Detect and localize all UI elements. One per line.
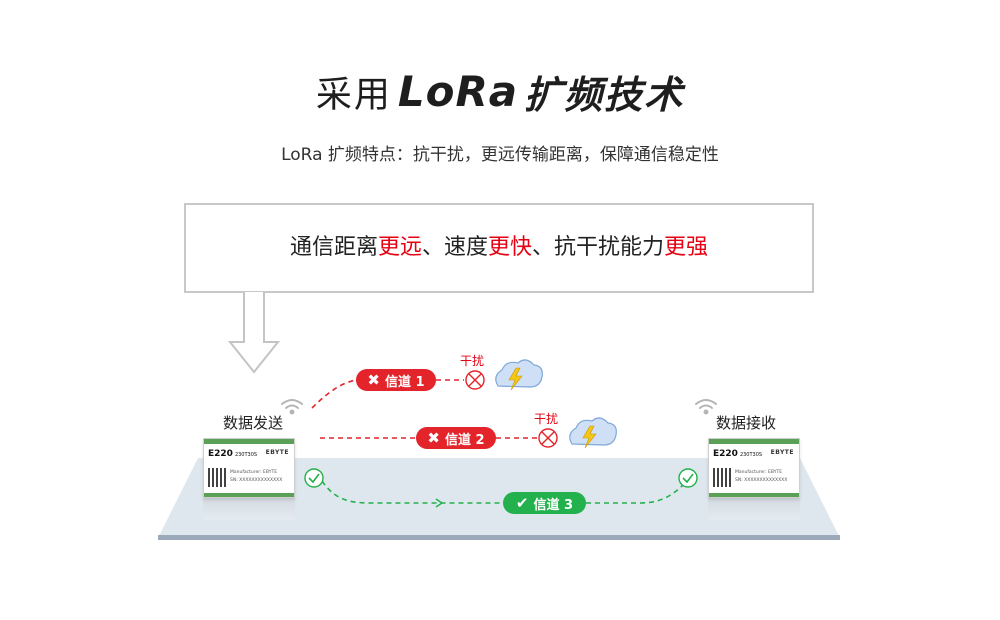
wifi-icon <box>695 399 717 415</box>
module-strip <box>709 493 799 497</box>
channel-2-label: 信道 2 <box>445 432 485 448</box>
module-manufacturer: Manufacturer: EBYTE <box>230 470 278 475</box>
check-icon <box>304 468 324 488</box>
module-sn: SN: XXXXXXXXXXXXXX <box>735 478 788 483</box>
flow-arrow-icon <box>435 498 444 508</box>
page-subtitle: LoRa 扩频特点：抗干扰，更远传输距离，保障通信稳定性 <box>281 145 719 165</box>
channel-1-badge: ✖ 信道 1 <box>356 369 436 391</box>
callout-part: 、抗干扰能力 <box>532 235 665 260</box>
channel-3-badge: ✔信道 3 <box>503 492 586 514</box>
module-strip <box>709 439 799 444</box>
callout-text: 通信距离更远、速度更快、抗干扰能力更强 <box>184 229 814 261</box>
wifi-icon <box>281 399 303 415</box>
module-brand: EBYTE <box>265 449 289 456</box>
lightning-cloud-icon <box>495 359 543 391</box>
sender-label: 数据发送 <box>223 414 284 432</box>
cross-icon <box>465 370 485 390</box>
qr-code <box>713 468 732 487</box>
arrow-down-icon <box>227 292 281 374</box>
module-brand: EBYTE <box>770 449 794 456</box>
title-prefix: 采用 <box>315 74 392 116</box>
module-reflection <box>708 498 800 520</box>
channel-3-path-tail <box>586 483 685 504</box>
floor-plane <box>158 458 840 538</box>
callout-box <box>184 203 814 293</box>
module-strip <box>204 439 294 444</box>
callout-part: 、速度 <box>421 235 488 260</box>
module-manufacturer: Manufacturer: EBYTE <box>735 470 783 475</box>
receiver-label: 数据接收 <box>716 414 777 432</box>
lightning-cloud-icon <box>569 417 617 449</box>
callout-highlight: 更远 <box>377 235 422 260</box>
module-strip <box>204 493 294 497</box>
callout-highlight: 更强 <box>664 235 709 260</box>
cross-icon: ✖ <box>367 371 380 389</box>
cross-icon: ✖ <box>427 429 440 447</box>
interference-label: 干扰 <box>534 412 559 426</box>
channel-3-label: 信道 3 <box>533 497 574 513</box>
channel-3-path <box>321 480 503 504</box>
module-reflection <box>203 498 295 520</box>
module-sn: SN: XXXXXXXXXXXXXX <box>230 478 283 483</box>
check-icon: ✔ <box>515 494 529 512</box>
callout-part: 通信距离 <box>289 235 378 260</box>
cross-icon <box>538 428 558 448</box>
channel-1-label: 信道 1 <box>385 374 425 390</box>
channel-1-path <box>311 379 359 409</box>
floor-edge <box>158 535 840 540</box>
interference-label: 干扰 <box>460 354 485 368</box>
qr-code <box>208 468 227 487</box>
callout-highlight: 更快 <box>488 235 533 260</box>
channel-2-badge: ✖ 信道 2 <box>416 427 496 449</box>
check-icon <box>678 468 698 488</box>
title-suffix: 扩频技术 <box>524 73 685 117</box>
title-lora: LoRa <box>397 67 519 116</box>
